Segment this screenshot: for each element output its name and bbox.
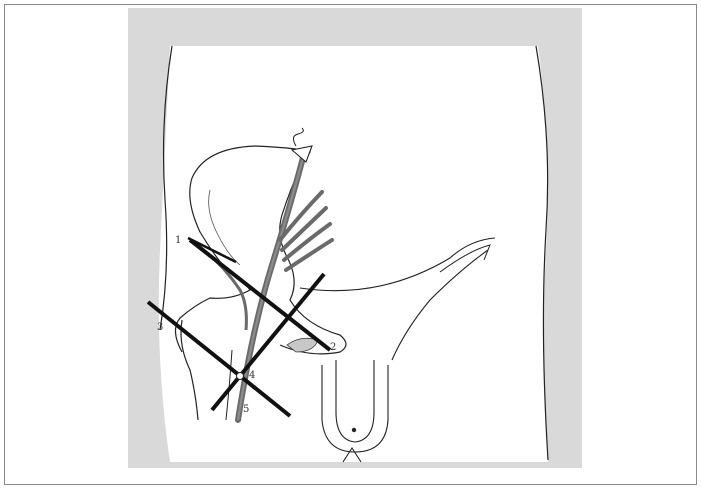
label-1: 1	[175, 235, 181, 246]
label-4: 4	[249, 370, 255, 381]
label-2: 2	[330, 342, 336, 353]
label-5: 5	[243, 404, 249, 415]
urethral-meatus	[352, 428, 356, 432]
torso-silhouette	[159, 46, 548, 462]
point-marker-4	[237, 373, 244, 380]
label-3: 3	[157, 322, 163, 333]
